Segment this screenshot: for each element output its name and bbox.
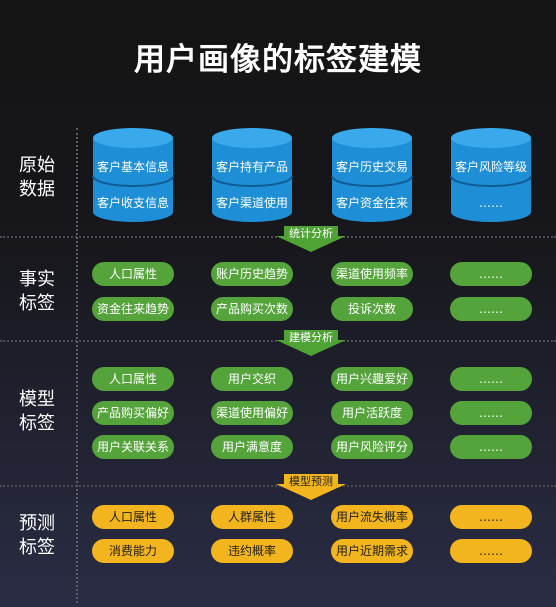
fact-tag: 人口属性 [92, 262, 174, 286]
model-tag: 产品购买偏好 [92, 401, 174, 425]
diagram-title: 用户画像的标签建模 [134, 42, 422, 78]
predict-tag: …… [450, 505, 532, 529]
predict-tag: 用户近期需求 [331, 539, 413, 563]
down-arrow-icon [276, 226, 346, 252]
model-tag: 用户交织 [211, 367, 293, 391]
section-label-predict-tags: 预测 标签 [8, 512, 66, 560]
section-label-raw-data: 原始 数据 [8, 154, 66, 202]
section-label-line: 预测 [19, 513, 55, 534]
section-label-line: 模型 [19, 389, 55, 410]
section-label-line: 标签 [19, 413, 55, 434]
database-cylinder: 客户持有产品 客户渠道使用 [211, 126, 293, 224]
model-tag: 用户活跃度 [331, 401, 413, 425]
database-icon [92, 128, 174, 222]
arrow-stats-analysis: 统计分析 [276, 226, 346, 252]
database-cylinder: 客户历史交易 客户资金往来 [331, 126, 413, 224]
predict-tag: …… [450, 539, 532, 563]
predict-tag: 人口属性 [92, 505, 174, 529]
database-label-bottom: 客户资金往来 [335, 196, 408, 210]
database-cylinder: 客户风险等级 …… [450, 126, 532, 224]
model-tag: 用户关联关系 [92, 435, 174, 459]
model-tag: 用户满意度 [211, 435, 293, 459]
arrow-model-prediction: 模型预测 [276, 474, 346, 500]
section-divider [0, 236, 556, 238]
section-label-model-tags: 模型 标签 [8, 388, 66, 436]
predict-tag: 用户流失概率 [331, 505, 413, 529]
section-label-fact-tags: 事实 标签 [8, 268, 66, 316]
section-divider [0, 340, 556, 342]
predict-tag: 人群属性 [211, 505, 293, 529]
model-tag: 用户兴趣爱好 [331, 367, 413, 391]
database-cylinder: 客户基本信息 客户收支信息 [92, 126, 174, 224]
database-label-top: 客户风险等级 [454, 160, 527, 174]
fact-tag: …… [450, 297, 532, 321]
database-label-bottom: 客户收支信息 [96, 196, 169, 210]
down-arrow-icon [276, 330, 346, 356]
down-arrow-icon [276, 474, 346, 500]
database-label-top: 客户基本信息 [96, 160, 169, 174]
database-label-top: 客户持有产品 [215, 160, 288, 174]
model-tag: 人口属性 [92, 367, 174, 391]
model-tag: 渠道使用偏好 [211, 401, 293, 425]
predict-tag: 违约概率 [211, 539, 293, 563]
database-label-bottom: …… [479, 196, 503, 210]
fact-tag: 渠道使用频率 [331, 262, 413, 286]
model-tag: 用户风险评分 [331, 435, 413, 459]
database-label-top: 客户历史交易 [335, 160, 408, 174]
database-label-bottom: 客户渠道使用 [215, 196, 288, 210]
arrow-label: 建模分析 [289, 331, 333, 344]
section-label-line: 标签 [19, 293, 55, 314]
arrow-modeling-analysis: 建模分析 [276, 330, 346, 356]
model-tag: …… [450, 435, 532, 459]
section-label-line: 数据 [19, 179, 55, 200]
fact-tag: 资金往来趋势 [92, 297, 174, 321]
section-label-line: 标签 [19, 537, 55, 558]
fact-tag: …… [450, 262, 532, 286]
arrow-label: 模型预测 [289, 475, 333, 488]
database-icon [450, 128, 532, 222]
arrow-label: 统计分析 [289, 227, 333, 240]
fact-tag: 账户历史趋势 [211, 262, 293, 286]
fact-tag: 产品购买次数 [211, 297, 293, 321]
section-label-line: 原始 [19, 155, 55, 176]
section-divider [0, 485, 556, 487]
model-tag: …… [450, 367, 532, 391]
fact-tag: 投诉次数 [331, 297, 413, 321]
database-icon [331, 128, 413, 222]
vertical-divider [76, 128, 78, 603]
database-icon [211, 128, 293, 222]
model-tag: …… [450, 401, 532, 425]
section-label-line: 事实 [19, 269, 55, 290]
predict-tag: 消费能力 [92, 539, 174, 563]
